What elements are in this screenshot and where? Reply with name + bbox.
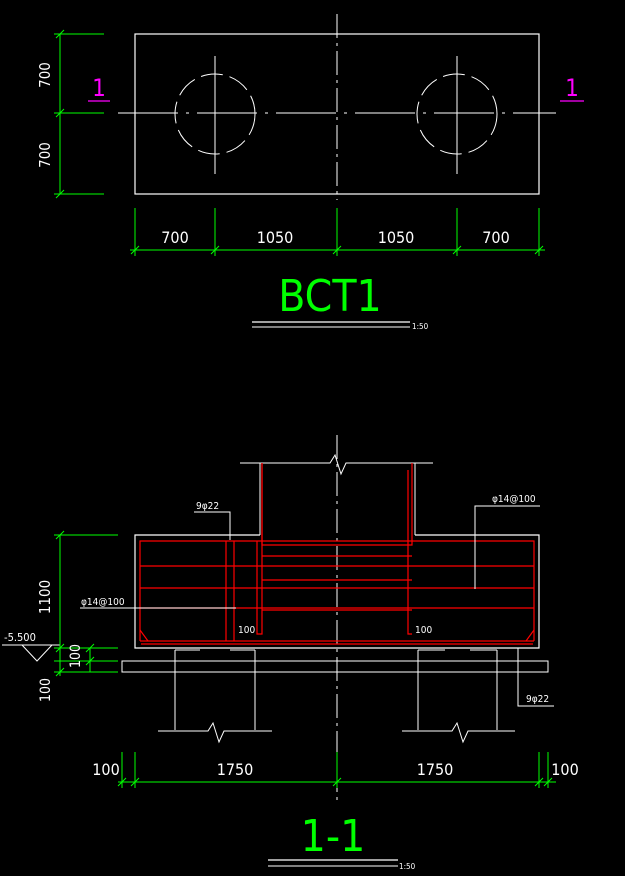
plan-dim-v-1: 700: [36, 62, 54, 88]
plan-scale: 1:50: [412, 322, 429, 331]
rebar-label-right-top: φ14@100: [492, 494, 536, 505]
section-dim-h-4: 100: [551, 760, 578, 779]
plan-dim-vertical: [54, 29, 104, 199]
rebar-label-bottom: 9φ22: [526, 694, 549, 705]
section-title: 1-1: [301, 811, 366, 862]
section-dim-h-1: 100: [92, 760, 119, 779]
section-dim-horizontal: [117, 752, 556, 788]
anchor-label-right: 100: [415, 625, 432, 636]
section-scale: 1:50: [399, 862, 416, 871]
plan-title: BCT1: [278, 271, 381, 322]
cap-outline: [134, 534, 540, 649]
leaders: [80, 505, 554, 707]
section-dim-h-3: 1750: [417, 760, 454, 779]
section-dim-v-100a: 100: [68, 644, 84, 668]
anchor-label-left: 100: [238, 625, 255, 636]
section-dim-v-1100: 1100: [36, 580, 54, 614]
pile-right: [402, 649, 515, 744]
plan-dim-v-2: 700: [36, 142, 54, 168]
column-break-line: [240, 453, 433, 476]
plan-dim-h-1: 700: [161, 228, 188, 247]
plan-dim-horizontal: [130, 208, 545, 256]
section-dim-v-100b: 100: [38, 678, 54, 702]
cushion-layer: [121, 660, 549, 673]
section-mark-right: 1: [565, 74, 579, 102]
plan-dim-h-2: 1050: [257, 228, 294, 247]
plan-dim-h-3: 1050: [378, 228, 415, 247]
elevation-label: -5.500: [4, 631, 36, 644]
rebar-cage: [139, 463, 535, 645]
rebar-label-top: 9φ22: [196, 501, 219, 512]
section-mark-left: 1: [92, 74, 106, 102]
elevation-mark: [2, 644, 60, 662]
plan-dim-h-4: 700: [482, 228, 509, 247]
plan-view: 1 1 700 700 700: [36, 14, 584, 331]
section-dim-h-2: 1750: [217, 760, 254, 779]
section-view: 9φ22 φ14@100 φ14@100 9φ22 100 100 -5.500…: [2, 435, 579, 871]
pile-left: [158, 649, 272, 744]
section-dim-vertical: [54, 530, 118, 677]
rebar-label-left-mid: φ14@100: [81, 597, 125, 608]
